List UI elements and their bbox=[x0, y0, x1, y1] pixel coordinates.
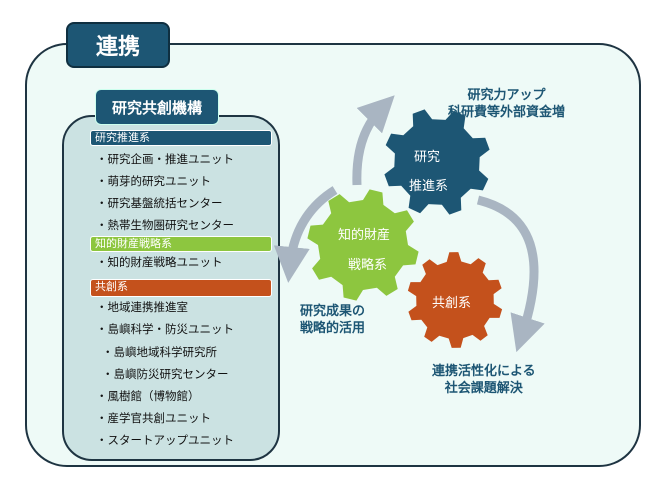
list-item: ・島嶼防災研究センター bbox=[102, 367, 229, 381]
arrow-up bbox=[352, 95, 395, 186]
arrow-left bbox=[273, 186, 338, 283]
gear-research-label-2: 推進系 bbox=[409, 179, 449, 194]
collaboration-title: 連携 bbox=[66, 22, 170, 68]
gear-research-label-1: 研究 bbox=[414, 150, 441, 165]
list-item: ・萌芽的研究ユニット bbox=[96, 174, 211, 188]
list-item: ・スタートアップユニット bbox=[96, 433, 234, 447]
gear-ip-label-2: 戦略系 bbox=[348, 258, 388, 273]
gear-cocreate-label: 共創系 bbox=[432, 296, 472, 311]
arrow-right bbox=[476, 195, 545, 353]
group-header-research: 研究推進系 bbox=[90, 130, 272, 146]
label-strategic-use: 研究成果の戦略的活用 bbox=[300, 304, 366, 336]
label-social-solution: 連携活性化による社会課題解決 bbox=[432, 364, 536, 396]
group-header-ip: 知的財産戦略系 bbox=[90, 236, 272, 252]
list-item: ・島嶼地域科学研究所 bbox=[102, 345, 217, 359]
list-item: ・知的財産戦略ユニット bbox=[96, 255, 223, 269]
gear-research bbox=[384, 109, 490, 215]
list-item: ・研究基盤統括センター bbox=[96, 196, 223, 210]
label-research-up: 研究力アップ科研費等外部資金増 bbox=[448, 88, 566, 120]
list-item: ・地域連携推進室 bbox=[96, 300, 188, 314]
list-item: ・島嶼科学・防災ユニット bbox=[96, 322, 234, 336]
gear-ip-label-1: 知的財産 bbox=[338, 228, 391, 243]
gear-ip bbox=[307, 189, 419, 301]
org-title: 研究共創機構 bbox=[95, 89, 219, 125]
list-item: ・風樹館（博物館） bbox=[96, 389, 200, 403]
group-header-cocreate: 共創系 bbox=[90, 279, 272, 297]
gear-cocreate bbox=[407, 252, 503, 348]
list-item: ・熱帯生物圏研究センター bbox=[96, 218, 234, 232]
list-item: ・研究企画・推進ユニット bbox=[96, 152, 234, 166]
list-item: ・産学官共創ユニット bbox=[96, 411, 211, 425]
